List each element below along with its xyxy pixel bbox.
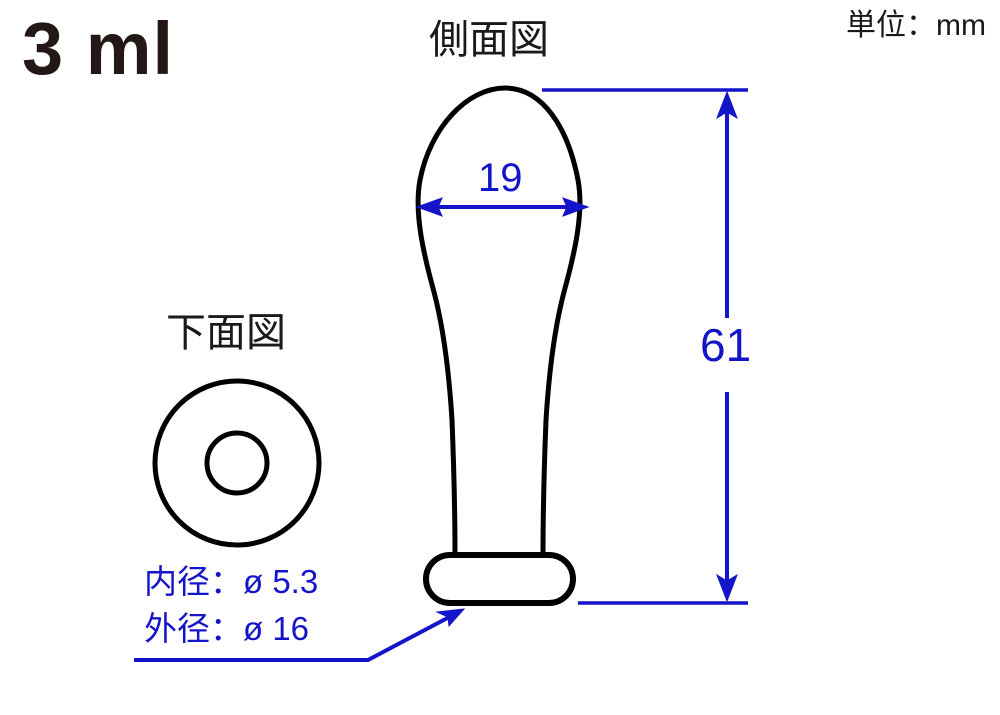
width-dimension-group — [415, 197, 590, 217]
bottom-view-caption: 下面図 — [166, 311, 286, 355]
inner-diameter-label: 内径：ø 5.3 — [144, 563, 319, 600]
base-flange-shape — [423, 552, 576, 606]
diameter-leader-group — [134, 608, 466, 662]
diameter-leader-arrow-icon — [435, 608, 466, 628]
height-arrow-up-icon — [716, 90, 738, 120]
width-arrow-right-icon — [562, 197, 590, 217]
page-title: 3 ml — [22, 7, 175, 90]
side-view-caption: 側面図 — [429, 18, 549, 62]
inner-circle-shape — [204, 430, 270, 496]
width-arrow-left-icon — [415, 197, 443, 217]
bottom-view-group — [152, 378, 322, 548]
diameter-leader-line — [134, 612, 456, 662]
outer-diameter-label: 外径：ø 16 — [144, 610, 310, 647]
height-dimension-group — [542, 88, 748, 605]
height-arrow-down-icon — [716, 573, 738, 603]
height-dimension-label: 61 — [700, 319, 752, 371]
unit-note-label: 単位：mm — [846, 9, 986, 42]
width-dimension-label: 19 — [478, 156, 523, 200]
